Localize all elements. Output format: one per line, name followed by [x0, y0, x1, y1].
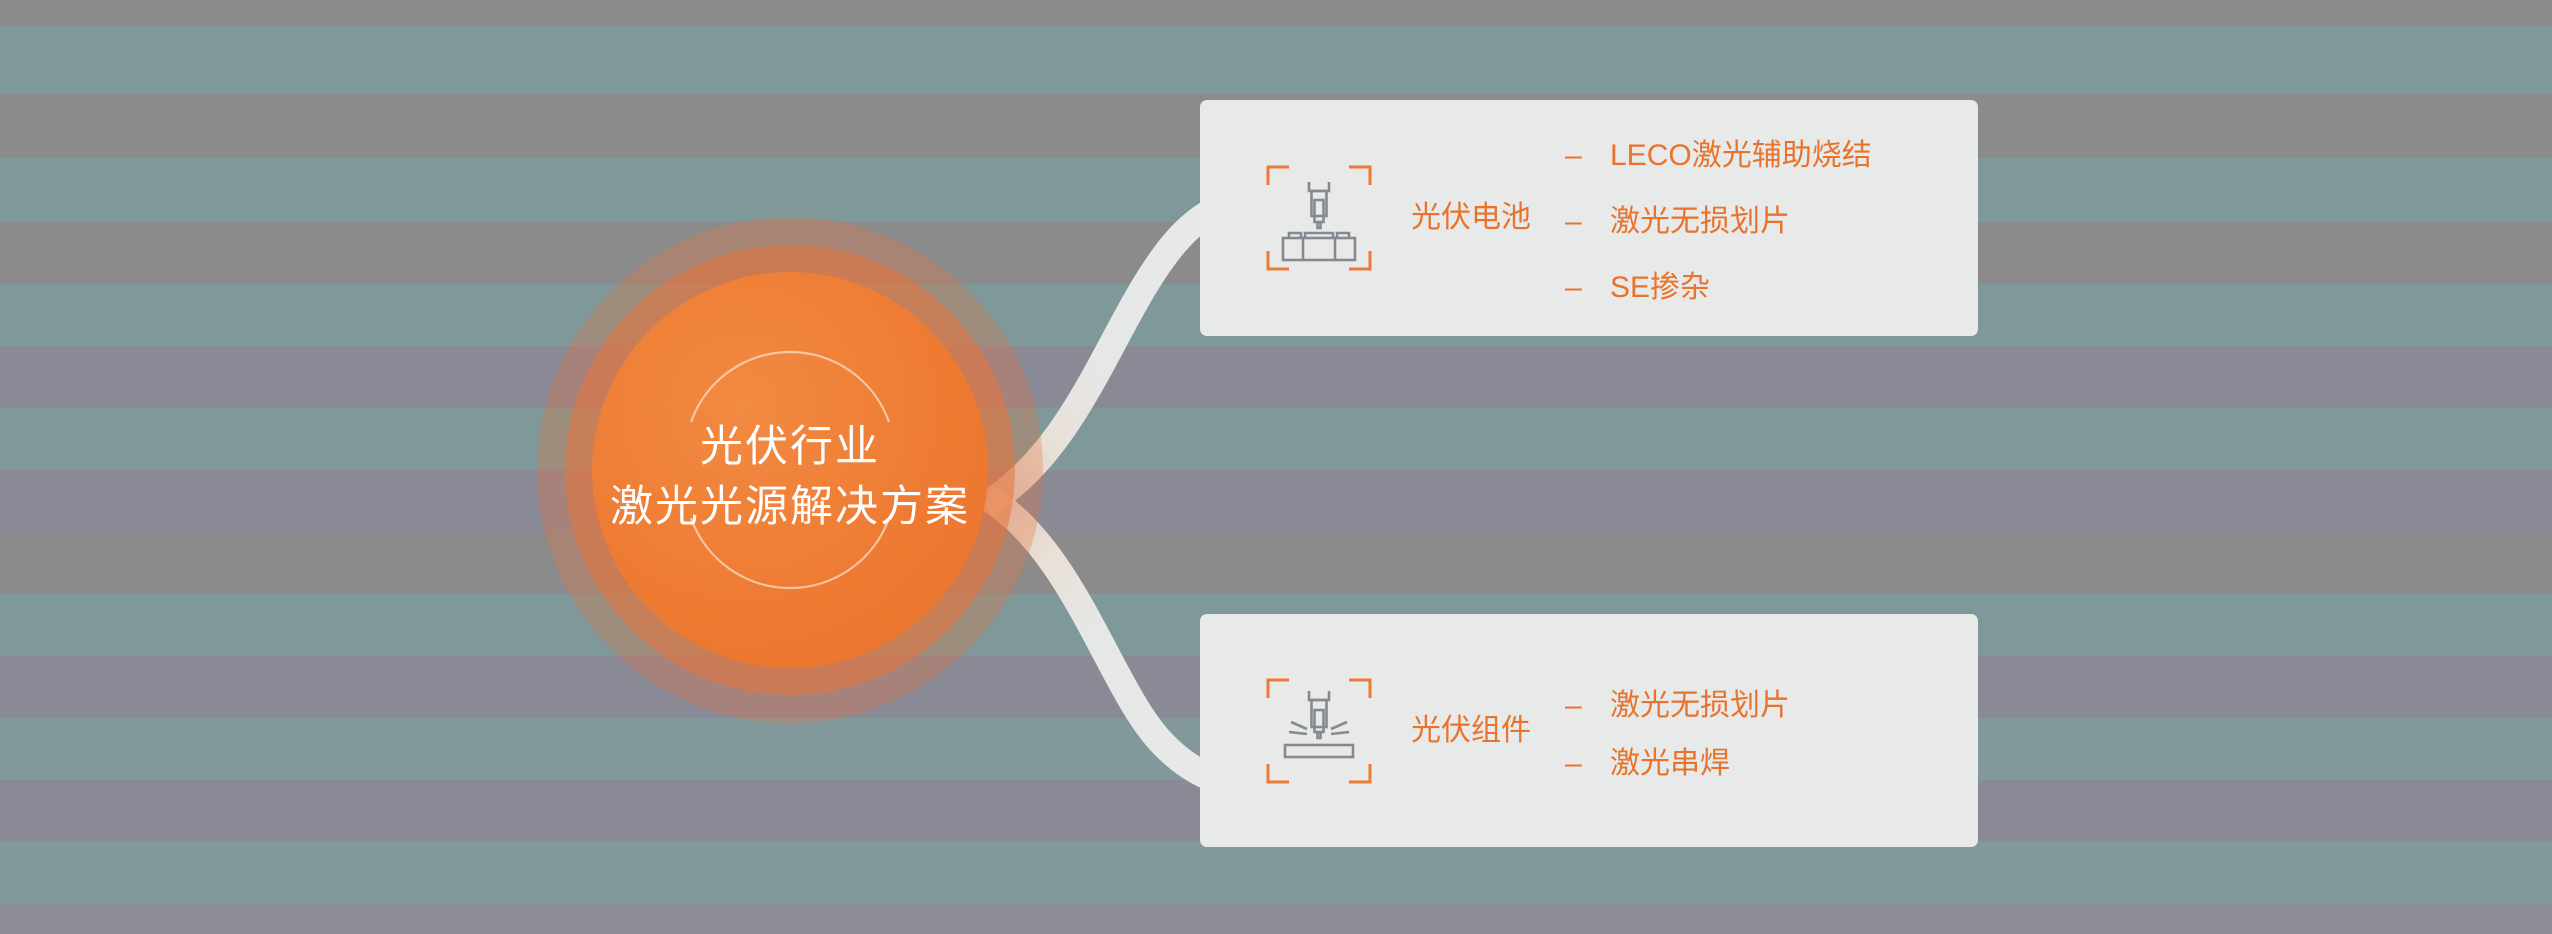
list-item-label: 激光无损划片 [1610, 205, 1790, 238]
card-category-label: 光伏组件 [1411, 713, 1531, 747]
hub-arc-bottom [689, 517, 891, 590]
bullet-dash: – [1565, 205, 1582, 238]
card-item-list: – LECO激光辅助烧结 – 激光无损划片 – SE掺杂 [1565, 119, 1978, 317]
background-stripe [0, 842, 2552, 904]
hub-title: 光伏行业 激光光源解决方案 [477, 417, 1103, 537]
card-category-label: 光伏电池 [1411, 201, 1531, 234]
list-item-label: 激光串焊 [1610, 746, 1730, 780]
list-item-label: 激光无损划片 [1610, 688, 1790, 722]
bullet-dash: – [1565, 139, 1582, 172]
list-item-label: LECO激光辅助烧结 [1610, 139, 1872, 172]
background-stripe [0, 0, 2552, 26]
laser-cell-icon [1265, 164, 1373, 272]
card-photovoltaic-cell[interactable]: 光伏电池 – LECO激光辅助烧结 – 激光无损划片 – SE掺杂 [1200, 100, 1978, 336]
hub-decorative-arcs [689, 350, 891, 590]
list-item-label: SE掺杂 [1610, 271, 1711, 304]
background-stripe [0, 346, 2552, 408]
background-stripe [0, 470, 2552, 532]
background-stripe [0, 532, 2552, 594]
background-stripe [0, 26, 2552, 94]
card-photovoltaic-module[interactable]: 光伏组件 – 激光无损划片 – 激光串焊 [1200, 614, 1978, 847]
card-item-list: – 激光无损划片 – 激光串焊 [1565, 673, 1978, 789]
list-item[interactable]: – SE掺杂 [1565, 262, 1978, 306]
background-stripe [0, 408, 2552, 470]
list-item[interactable]: – 激光无损划片 [1565, 196, 1978, 240]
bullet-dash: – [1565, 688, 1582, 722]
laser-module-icon [1265, 677, 1373, 785]
list-item[interactable]: – 激光串焊 [1565, 738, 1978, 782]
bullet-dash: – [1565, 271, 1582, 304]
background-stripe [0, 904, 2552, 934]
bullet-dash: – [1565, 746, 1582, 780]
hub-title-line1: 光伏行业 [700, 423, 880, 471]
list-item[interactable]: – 激光无损划片 [1565, 680, 1978, 724]
central-hub: 光伏行业 激光光源解决方案 [537, 217, 1043, 723]
hub-ring-core [592, 272, 988, 668]
hub-title-line2: 激光光源解决方案 [610, 483, 970, 531]
list-item[interactable]: – LECO激光辅助烧结 [1565, 130, 1978, 174]
hub-arc-top [689, 350, 891, 423]
